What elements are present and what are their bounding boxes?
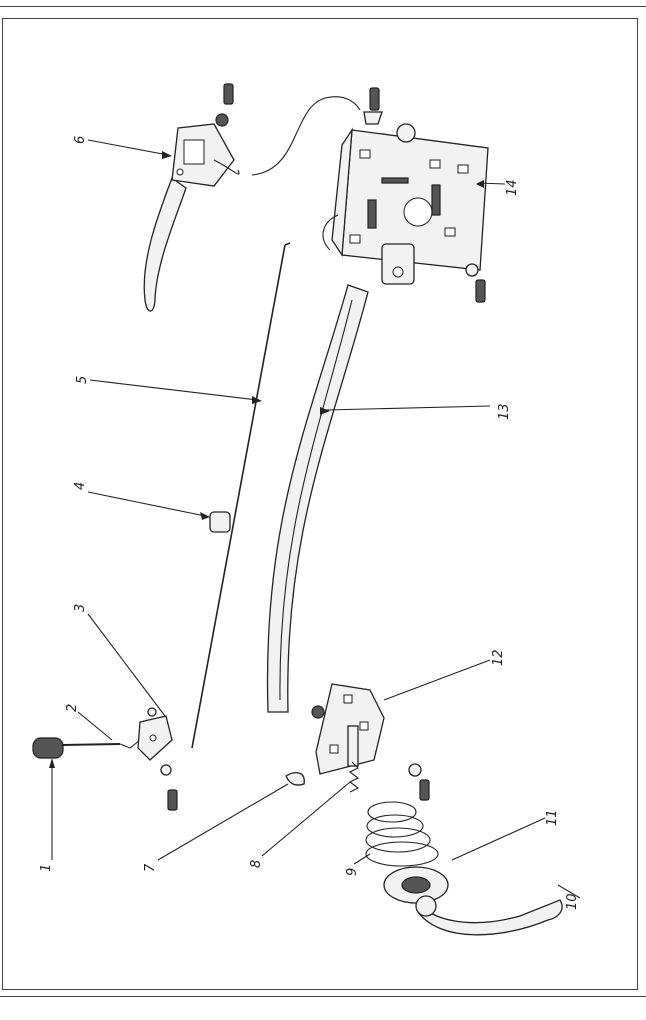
lock-knob [32, 737, 64, 759]
callout-3: 3 [73, 604, 88, 612]
small-spring [348, 761, 360, 793]
leader-lines [49, 139, 581, 899]
lock-mechanism-plate [322, 123, 489, 285]
small-lever-plate [137, 707, 178, 811]
escutcheon-rosette [383, 866, 449, 904]
nut-and-screw-right [465, 263, 486, 303]
window-crank-handle [415, 895, 563, 936]
inner-handle [143, 123, 240, 312]
callout-9: 9 [345, 868, 360, 876]
callout-labels: 1 2 3 4 5 6 7 8 9 10 11 12 13 14 [39, 136, 580, 910]
callout-14: 14 [505, 179, 520, 196]
callout-13: 13 [497, 403, 512, 420]
slotted-link-arm [266, 284, 369, 713]
coil-spring [365, 801, 439, 867]
callout-4: 4 [73, 482, 88, 490]
retaining-clip [285, 772, 305, 786]
callout-10: 10 [565, 893, 580, 910]
callout-7: 7 [143, 863, 158, 872]
regulator-shaft [347, 725, 359, 767]
bottom-rule [0, 996, 646, 997]
operating-rod [191, 242, 291, 749]
diagram-frame [2, 18, 638, 990]
screw-top [363, 87, 383, 125]
rod-clip [209, 511, 231, 533]
callout-5: 5 [75, 376, 90, 384]
callout-12: 12 [491, 649, 506, 666]
washer-and-screw-lower [408, 763, 430, 801]
callout-8: 8 [249, 860, 264, 868]
callout-2: 2 [65, 704, 80, 712]
callout-11: 11 [545, 809, 560, 826]
callout-1: 1 [39, 864, 54, 872]
assembly-curve-top [251, 96, 361, 176]
top-rule [0, 6, 646, 7]
handle-screw-and-washer [215, 83, 234, 127]
threaded-pin [61, 739, 141, 749]
callout-6: 6 [73, 136, 88, 144]
